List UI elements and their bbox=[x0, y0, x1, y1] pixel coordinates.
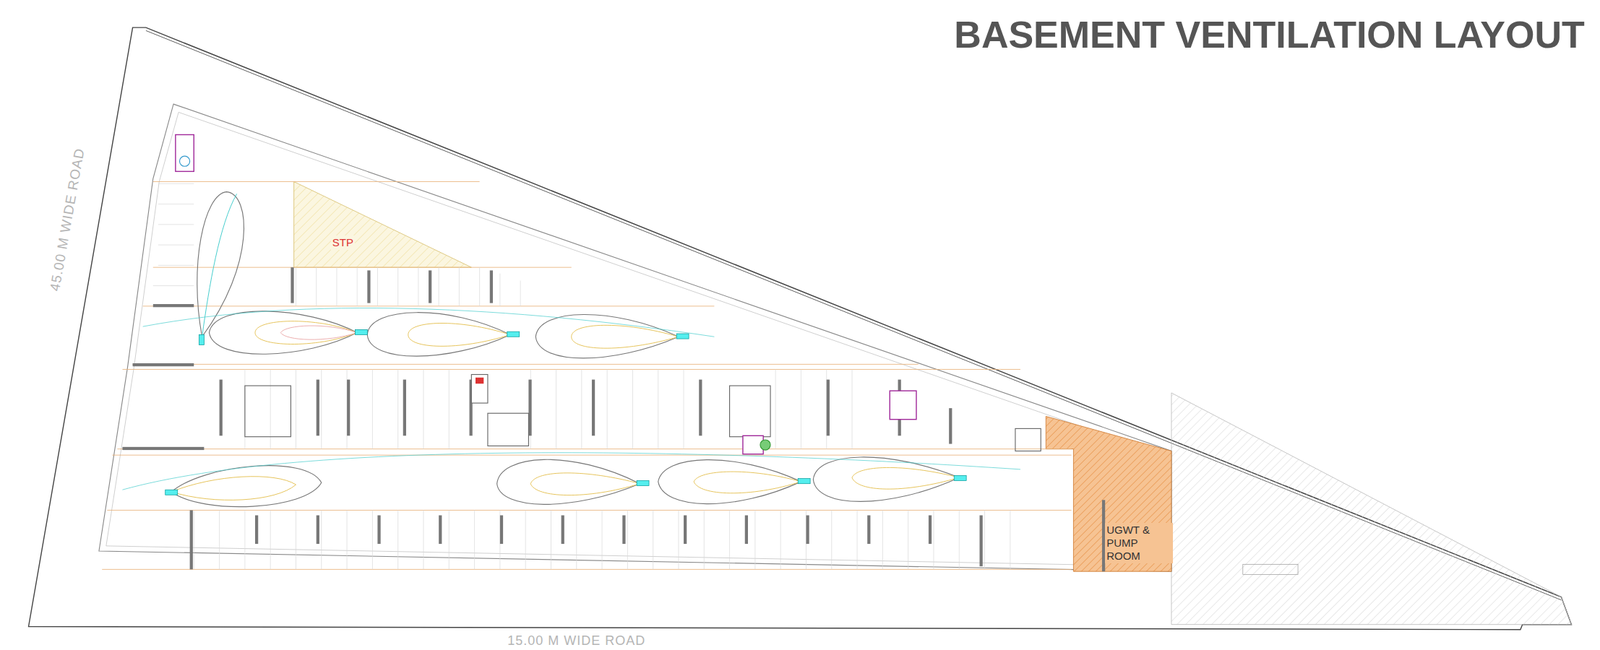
road-label: 45.00 M WIDE ROAD bbox=[46, 145, 89, 294]
drawing-title: BASEMENT VENTILATION LAYOUT bbox=[953, 13, 1585, 57]
zone-label: STP bbox=[330, 235, 355, 251]
ugwt-room: UGWT & PUMP ROOM bbox=[1104, 523, 1173, 564]
road-label: 15.00 M WIDE ROAD bbox=[505, 633, 647, 649]
zone-label: UGWT & PUMP ROOM bbox=[1104, 523, 1173, 564]
stp-zone: STP bbox=[330, 235, 355, 251]
